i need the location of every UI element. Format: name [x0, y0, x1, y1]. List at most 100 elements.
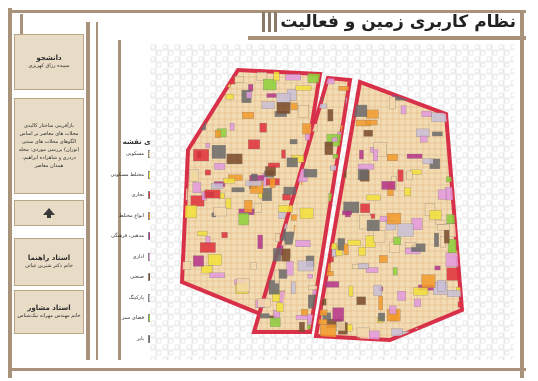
frame-bar-right — [520, 10, 524, 378]
parcel — [190, 195, 205, 207]
parcel — [299, 207, 314, 219]
title-ticks — [262, 12, 277, 32]
parcel — [366, 219, 380, 232]
parcel — [365, 109, 379, 119]
parcel — [320, 324, 337, 339]
parcel — [327, 109, 334, 122]
parcel — [221, 232, 228, 238]
parcel — [275, 233, 281, 242]
parcel — [299, 321, 305, 332]
parcel — [273, 248, 281, 262]
parcel — [434, 265, 441, 271]
parcel — [204, 169, 211, 176]
legend-title: راهنمای نقشه — [122, 138, 172, 146]
parcel — [257, 298, 271, 308]
parcel — [193, 149, 209, 162]
parcel — [324, 141, 334, 155]
parcel — [413, 287, 428, 296]
parcel — [242, 111, 254, 119]
parcel — [260, 313, 270, 319]
parcel — [286, 261, 294, 276]
legend-label: پارکینگ — [128, 294, 144, 301]
legend-label: بایر — [136, 335, 144, 342]
parcel — [431, 112, 448, 123]
parcel — [295, 240, 311, 247]
parcel — [434, 232, 439, 247]
parcel — [365, 119, 378, 126]
parcel — [381, 181, 396, 190]
parcel — [268, 162, 280, 168]
parcel — [244, 200, 253, 213]
parcel — [192, 182, 202, 193]
parcel — [276, 302, 284, 313]
parcel — [278, 269, 288, 279]
legend-label: تجاری — [131, 192, 144, 198]
parcel — [421, 274, 436, 288]
parcel — [251, 173, 258, 180]
parcel — [205, 143, 210, 148]
parcel — [261, 101, 275, 109]
advisor-panel: استاد مشاور خانم مهندس مهرانه نیک‌شناس — [14, 290, 84, 334]
parcel — [363, 129, 373, 137]
parcel — [246, 91, 252, 99]
icon-panel — [14, 200, 84, 226]
parcel — [400, 105, 407, 115]
parcel — [358, 263, 369, 269]
parcel — [437, 279, 446, 292]
parcel — [379, 255, 388, 263]
parcel — [214, 163, 226, 170]
parcel — [276, 102, 291, 114]
parcel — [209, 272, 225, 278]
description-panel: بازآفرینی ساختار کالبدی محلات های معاصر … — [14, 98, 84, 194]
parcel — [373, 284, 382, 296]
parcel — [223, 177, 236, 184]
parcel — [360, 203, 370, 213]
parcel — [444, 229, 450, 244]
parcel — [348, 285, 354, 297]
parcel — [290, 281, 296, 294]
parcel — [248, 139, 260, 150]
parcel — [211, 145, 226, 159]
legend-label: مسکونی — [125, 151, 144, 157]
map-svg — [150, 44, 514, 360]
parcel — [331, 137, 338, 143]
parcel — [213, 206, 228, 217]
parcel — [336, 321, 346, 332]
parcel — [273, 70, 280, 82]
parcel — [386, 212, 402, 225]
parcel — [359, 149, 364, 160]
parcel — [393, 236, 401, 245]
parcel — [389, 305, 397, 315]
parcel — [234, 76, 244, 83]
parcel — [269, 177, 276, 188]
parcel — [405, 242, 417, 248]
parcel — [397, 223, 414, 237]
parcel — [266, 93, 277, 98]
parcel — [406, 153, 423, 159]
parcel — [259, 122, 267, 133]
parcel — [378, 312, 385, 322]
parcel — [265, 166, 276, 176]
parcel — [274, 270, 280, 284]
parcel — [345, 211, 351, 218]
parcel — [437, 189, 447, 200]
parcel — [416, 128, 430, 137]
parcel — [307, 274, 313, 279]
parcel — [303, 169, 318, 178]
frame-bar-bottom — [8, 368, 526, 371]
arrow-up-icon — [43, 208, 55, 218]
parcel — [389, 96, 396, 110]
parcel — [193, 255, 204, 267]
parcel — [365, 267, 379, 273]
frame-bar-left-outer — [8, 8, 12, 378]
parcel — [278, 205, 293, 213]
parcel — [358, 247, 366, 256]
parcel — [358, 163, 374, 170]
page-title: نظام کاربری زمین و فعالیت — [280, 12, 516, 32]
title-tick — [268, 12, 271, 32]
title-tick — [262, 12, 265, 32]
parcel — [257, 234, 263, 249]
parcel — [392, 267, 398, 276]
parcel — [445, 252, 460, 267]
parcel — [199, 242, 216, 253]
